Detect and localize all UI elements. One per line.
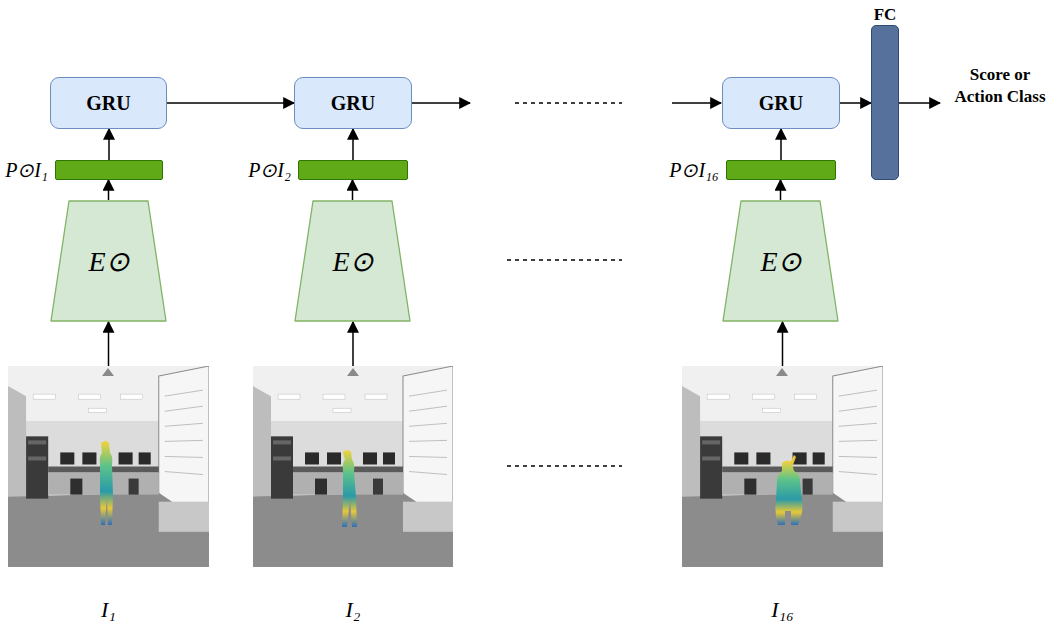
output-label: Score or Action Class — [945, 64, 1055, 108]
feature-bar: P⊙I₂ — [298, 160, 408, 180]
feature-label: P⊙I₁ — [5, 158, 48, 182]
feature-bar: P⊙I₁₆ — [726, 160, 836, 180]
node-label: E⊙ — [332, 245, 372, 278]
arrow-connector — [108, 129, 110, 160]
fc-layer: FC — [871, 25, 899, 180]
node-label: GRU — [86, 92, 130, 115]
arrow-connector — [352, 322, 354, 366]
input-frame: I₂ — [253, 366, 453, 567]
arrow-connector — [780, 129, 782, 160]
arrow-connector — [780, 180, 782, 200]
feature-label: P⊙I₁₆ — [669, 158, 719, 182]
encoder-trapezoid: E⊙ — [294, 200, 411, 322]
node-label: E⊙ — [88, 245, 128, 278]
gru-box: GRU — [722, 77, 840, 129]
feature-label: P⊙I₂ — [248, 158, 291, 182]
arrow-connector — [352, 180, 354, 200]
arrow-connector — [167, 102, 294, 104]
feature-bar: P⊙I₁ — [55, 160, 163, 180]
encoder-trapezoid: E⊙ — [722, 200, 839, 322]
node-label: FC — [874, 5, 897, 25]
arrow-connector — [840, 102, 871, 104]
arrow-connector — [782, 322, 784, 366]
node-label: GRU — [331, 92, 375, 115]
encoder-trapezoid: E⊙ — [50, 200, 167, 322]
frame-label: I₂ — [346, 597, 361, 623]
node-label: GRU — [759, 92, 803, 115]
input-frame: I₁₆ — [682, 366, 883, 567]
node-label: E⊙ — [760, 245, 800, 278]
gru-box: GRU — [50, 77, 167, 129]
frame-label: I₁₆ — [771, 597, 794, 623]
arrow-connector — [108, 180, 110, 200]
arrow-connector — [352, 129, 354, 160]
gru-box: GRU — [294, 77, 412, 129]
arrow-connector — [108, 322, 110, 366]
input-frame: I₁ — [8, 366, 209, 567]
frame-label: I₁ — [101, 597, 116, 623]
